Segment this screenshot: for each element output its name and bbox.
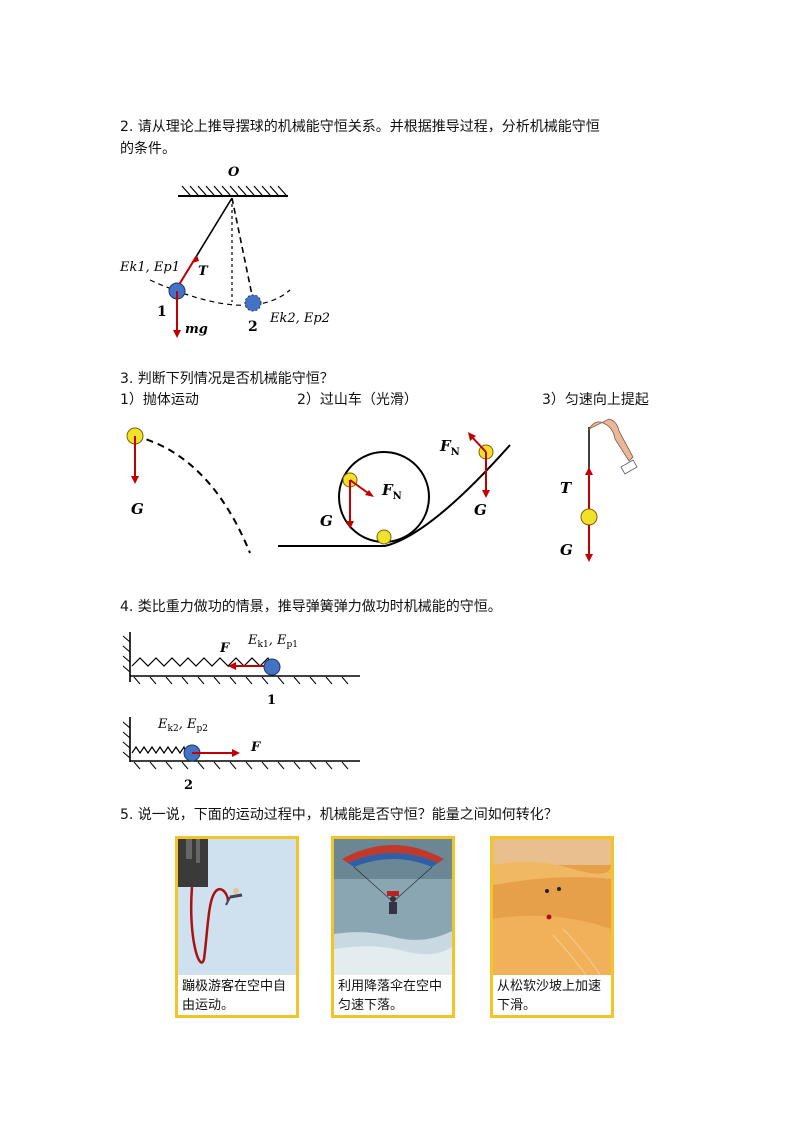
case-3-label: 3）匀速向上提起 <box>542 392 649 408</box>
lifted-ball <box>580 508 598 526</box>
projectile-gravity-label: G <box>131 500 144 518</box>
photo-caption-3: 从松软沙坡上加速下滑。 <box>493 975 611 1015</box>
question-3-title: 3. 判断下列情况是否机械能守恒？ <box>120 371 334 387</box>
lift-tension-label: T <box>560 479 573 497</box>
lift-gravity-label: G <box>560 541 573 559</box>
pendulum-ball-2 <box>244 294 262 312</box>
slope-normal-label: FN <box>439 437 460 458</box>
spring-block-1 <box>263 658 281 676</box>
sand-slope-image <box>493 839 611 980</box>
state-label-2: 2 <box>184 778 193 793</box>
energy-label-spring-1: Ek1, Ep1 <box>247 633 298 650</box>
case-2-label: 2）过山车（光滑） <box>297 392 418 408</box>
coaster-normal-label: FN <box>381 481 402 502</box>
pendulum-diagram: O Ek1, Ep1 T 1 2 mg Ek2, Ep2 <box>119 165 330 338</box>
position-label-1: 1 <box>157 304 167 320</box>
bungee-image <box>178 839 296 979</box>
question-2-line2: 的条件。 <box>120 141 176 157</box>
parachute-image <box>334 839 452 979</box>
energy-label-spring-2: Ek2, Ep2 <box>157 717 208 734</box>
energy-label-1: Ek1, Ep1 <box>119 260 180 275</box>
case-1-label: 1）抛体运动 <box>120 392 199 408</box>
energy-label-2: Ek2, Ep2 <box>269 311 330 326</box>
tension-label: T <box>198 264 209 279</box>
force-label-2: F <box>250 740 261 755</box>
state-label-1: 1 <box>267 693 276 708</box>
photo-caption-1: 蹦极游客在空中自由运动。 <box>178 975 296 1015</box>
photo-parachute: 利用降落伞在空中匀速下落。 <box>331 836 455 1018</box>
photo-sand-slope: 从松软沙坡上加速下滑。 <box>490 836 614 1018</box>
pivot-label: O <box>228 165 240 180</box>
slope-gravity-label: G <box>474 501 487 519</box>
question-5-title: 5. 说一说，下面的运动过程中，机械能是否守恒？能量之间如何转化？ <box>120 807 558 823</box>
question-4-title: 4. 类比重力做功的情景，推导弹簧弹力做功时机械能的守恒。 <box>120 599 502 615</box>
q3-diagrams: G G FN FN G T G <box>126 418 638 562</box>
photo-bungee: 蹦极游客在空中自由运动。 <box>175 836 299 1018</box>
force-label-1: F <box>219 641 230 656</box>
question-2-line1: 2. 请从理论上推导摆球的机械能守恒关系。并根据推导过程，分析机械能守恒 <box>120 119 600 135</box>
position-label-2: 2 <box>248 319 258 335</box>
coaster-gravity-label: G <box>320 512 333 530</box>
weight-label: mg <box>185 322 208 337</box>
spring-diagrams: F Ek1, Ep1 1 Ek2, Ep2 F 2 <box>122 632 360 793</box>
question-2-text: 2. 请从理论上推导摆球的机械能守恒关系。并根据推导过程，分析机械能守恒 的条件… <box>120 116 600 160</box>
photo-caption-2: 利用降落伞在空中匀速下落。 <box>334 975 452 1015</box>
coaster-ball-bottom <box>376 529 392 545</box>
